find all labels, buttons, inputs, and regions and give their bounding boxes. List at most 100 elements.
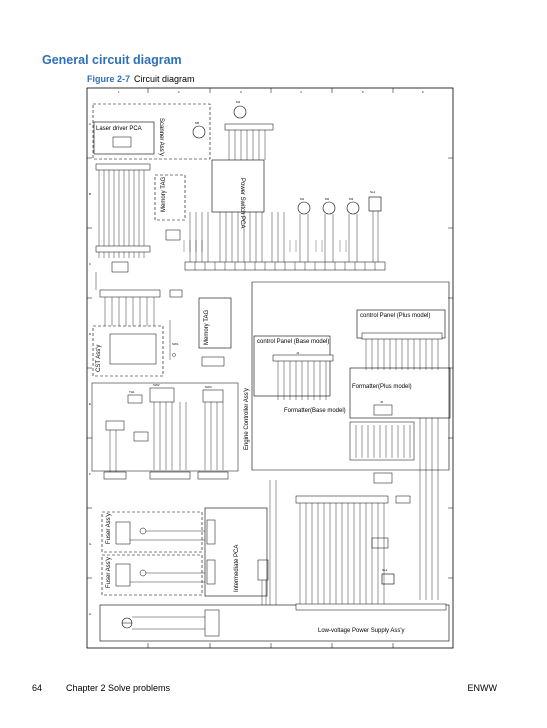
connector-j1-label: J1	[296, 351, 300, 355]
thermistor-th1-box	[127, 394, 143, 404]
motor-m5-symbol	[192, 125, 206, 139]
grid-row-c: C	[89, 262, 92, 266]
engine-controller-box	[251, 281, 450, 471]
motor-m1-symbol	[297, 201, 311, 215]
grid-col-6: 6	[422, 90, 424, 94]
formatter-plus-connector	[373, 404, 393, 416]
motor-m1-label: M1	[300, 197, 304, 201]
fuser-connector-2	[139, 569, 147, 577]
footer-brand: ENWW	[467, 683, 498, 693]
memory-tag-2-label: Memory TAG	[204, 310, 210, 345]
footer-chapter: Chapter 2 Solve problems	[66, 683, 171, 693]
sensor-small-box	[371, 537, 389, 549]
m4-connector	[224, 123, 274, 131]
thermistor-th1-label: TH1	[129, 390, 135, 394]
grid-col-2: 2	[178, 90, 180, 94]
formatter-plus-box	[349, 367, 451, 419]
motor-m4-symbol	[233, 105, 247, 119]
bottom-connector-left	[103, 471, 127, 480]
grid-row-e: E	[89, 402, 91, 406]
memory-tag-1-label: Memory TAG	[161, 177, 167, 212]
cst-assy-box	[92, 325, 164, 377]
control-panel-base-box	[253, 335, 331, 397]
footer-page-number: 64	[32, 683, 43, 693]
grid-col-1: 1	[118, 90, 120, 94]
power-switch-pca-box	[211, 159, 265, 213]
solenoid-sl1-symbol	[368, 196, 382, 212]
harness-connector-bottom	[95, 245, 151, 253]
fuser-assy-box	[101, 511, 203, 553]
intermediate-pca-box	[204, 507, 268, 597]
heater-2-box	[115, 563, 131, 587]
solenoid-sl1-label: SL1	[370, 190, 376, 194]
formatter-harness	[355, 418, 439, 600]
sensor-sw2-label: SW2	[153, 383, 160, 387]
memory-tag-2-box	[198, 297, 232, 349]
motor-m3-symbol	[346, 201, 360, 215]
psu-top-connector	[295, 603, 447, 611]
fuser-assy-label: Fuser Ass'y	[106, 513, 112, 544]
cst-inner-box	[109, 333, 157, 365]
engine-sensor-region	[91, 382, 239, 472]
intermediate-connector-1	[206, 519, 216, 545]
engine-controller-label: Engine Controller Ass'y	[244, 388, 250, 450]
connector-j2-label: J2	[380, 400, 384, 404]
scanner-assy-box	[92, 103, 211, 160]
control-panel-base-label: control Panel (Base model)	[257, 339, 329, 345]
page-heading: General circuit diagram	[42, 53, 182, 67]
fuser-assy-box-2	[101, 554, 203, 596]
laser-driver-box	[93, 121, 155, 155]
laser-driver-label: Laser driver PCA	[96, 126, 142, 132]
solenoid-sl2-label: SL2	[382, 568, 388, 572]
grid-row-b: B	[89, 192, 91, 196]
grid-row-h: H	[89, 612, 91, 616]
control-panel-plus-label: control Panel (Plus model)	[360, 313, 430, 319]
control-panel-plus-connector	[361, 332, 443, 340]
figure-number: Figure 2-7	[87, 74, 131, 84]
cst-assy-label: CST Ass'y	[96, 345, 102, 372]
intermediate-pca-label: Intermediate PCA	[234, 545, 240, 592]
formatter-j-connector	[373, 472, 393, 484]
solenoid-sl2-symbol	[381, 573, 395, 585]
memory-tag-1-box	[154, 174, 186, 221]
harness-connector-top	[95, 163, 151, 171]
grid-col-4: 4	[300, 90, 302, 94]
sensor-sw1-label: SW1	[172, 342, 179, 346]
power-switch-pca-label: Power Switch PCA	[239, 178, 245, 228]
engine-top-harness	[189, 212, 285, 262]
sensor-sw1-symbol	[172, 353, 176, 357]
sensor-sw3-box	[202, 389, 224, 403]
heater-1-box	[115, 521, 131, 545]
psu-harness	[299, 503, 385, 605]
memory-tag-2-connector	[201, 356, 225, 367]
cp-base-harness	[277, 361, 327, 400]
bottom-connector-right	[197, 471, 229, 480]
motor-m2-symbol	[322, 201, 336, 215]
grid-column-labels: 1 2 3 4 5 6	[118, 90, 424, 94]
fuser-assy-label-2: Fuser Ass'y	[106, 557, 112, 588]
th1-j-connector	[133, 431, 149, 442]
motor-m5-label: M5	[195, 121, 199, 125]
intermediate-connector-3	[257, 559, 269, 581]
psu-harness-connector	[295, 495, 389, 504]
psu-ac-connector	[204, 609, 220, 637]
memory-tag-1-connector	[165, 229, 181, 241]
intermediate-harness	[261, 480, 277, 605]
grid-row-f: F	[89, 472, 91, 476]
psu-small-connector	[395, 495, 411, 504]
laser-j-connector	[111, 261, 129, 273]
motor-m4-label: M4	[236, 100, 240, 104]
scanner-assy-label: Scanner Ass'y	[158, 118, 164, 156]
figure-title: Circuit diagram	[134, 74, 195, 84]
m4-harness	[228, 130, 266, 160]
motor-harness	[299, 211, 379, 262]
grid-col-5: 5	[362, 90, 364, 94]
grid-row-labels: A B C D E F G H	[89, 122, 92, 616]
low-voltage-psu-box	[99, 604, 450, 642]
pin-label-marks	[183, 240, 347, 252]
sensor-sw2-box	[149, 387, 175, 403]
grid-row-d: D	[89, 332, 92, 336]
grid-row-a: A	[89, 122, 91, 126]
